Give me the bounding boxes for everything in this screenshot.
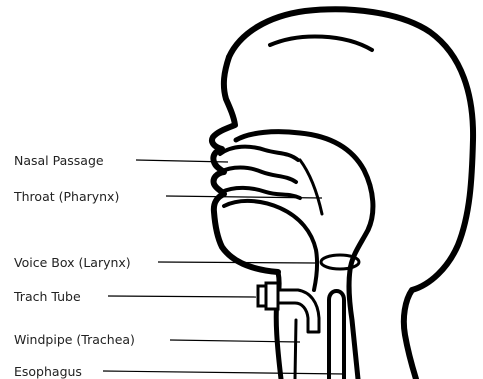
face-outline [212, 57, 278, 272]
leader-trach-tube [108, 296, 256, 297]
label-throat: Throat (Pharynx) [13, 189, 119, 204]
nasal-turbinate-middle [220, 168, 296, 183]
label-esophagus: Esophagus [14, 364, 82, 379]
pharynx-back-wall [300, 160, 322, 214]
leader-windpipe [170, 340, 300, 342]
nasal-passage-shapes [220, 147, 300, 198]
hair-line [270, 36, 372, 50]
leader-voice-box [158, 262, 316, 263]
trach-tube-device [258, 283, 319, 332]
leader-esophagus [103, 371, 345, 374]
label-trach-tube: Trach Tube [13, 289, 81, 304]
esophagus-tube [295, 320, 296, 379]
trach-tube-hub [266, 283, 278, 309]
labels: Nasal Passage Throat (Pharynx) Voice Box… [13, 153, 135, 379]
label-voice-box: Voice Box (Larynx) [14, 255, 131, 270]
trach-tube-cannula [278, 290, 319, 332]
nasal-turbinate-upper [220, 147, 298, 160]
label-windpipe: Windpipe (Trachea) [14, 332, 135, 347]
trachea-tube [329, 291, 344, 379]
label-nasal-passage: Nasal Passage [14, 153, 104, 168]
tongue-soft-palate [224, 201, 317, 290]
